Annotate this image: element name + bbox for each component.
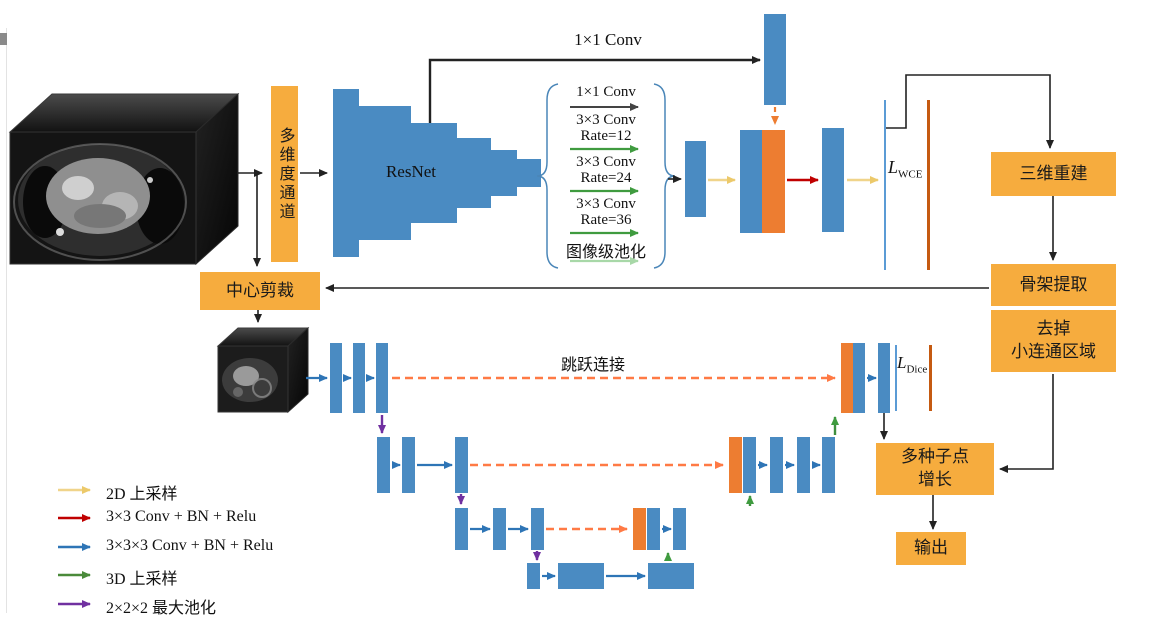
resnet-block: [491, 150, 517, 196]
decoder-bar: [822, 437, 835, 493]
page-edge-mark: [0, 33, 7, 45]
bottleneck-bar: [527, 563, 540, 589]
decoder-bar: [797, 437, 810, 493]
resnet-label: ResNet: [385, 162, 437, 181]
recon-3d-box: 三维重建: [991, 152, 1116, 196]
resnet-block: [411, 123, 457, 223]
page-edge-line: [6, 28, 7, 613]
center-crop-box: 中心剪裁: [200, 272, 320, 310]
arrow-prediction-to-recon: [886, 74, 1054, 149]
multi-dim-channel-box: 多维度通道: [271, 86, 298, 262]
decoder-bar: [878, 343, 890, 413]
resnet-block: [359, 106, 411, 240]
top-conv-label: 1×1 Conv: [574, 30, 642, 49]
legend-label-conv2d: 3×3 Conv + BN + Relu: [106, 508, 257, 525]
encoder-bar: [402, 437, 415, 493]
skeleton-label: 骨架提取: [1019, 274, 1088, 294]
aspp-rate2-label: Rate=12: [580, 128, 632, 144]
conv3d-arrows: [306, 374, 877, 580]
wce-loss-label: LWCE: [888, 157, 923, 181]
concat-bar: [762, 130, 785, 233]
aspp-conv3-label: 3×3 Conv: [576, 154, 636, 170]
image-pooling-label: 图像级池化: [565, 244, 646, 261]
arrow-remove-to-seedgrowth: [999, 374, 1054, 473]
output-box: 输出: [896, 532, 966, 565]
legend-label-2d-upsample: 2D 上采样: [106, 486, 178, 503]
legend-label-maxpool: 2×2×2 最大池化: [106, 600, 217, 617]
cropped-volume-image: [216, 326, 310, 414]
remove-small-regions-box: 去掉 小连通区域: [991, 310, 1116, 372]
decoder-bar: [770, 437, 783, 493]
resnet-block: [457, 138, 491, 208]
feature-bar: [740, 130, 762, 233]
input-ct-volume-image: [8, 92, 240, 266]
decoder-concat-bar: [841, 343, 853, 413]
multi-dim-channel-label: 多维度通道: [276, 126, 294, 222]
aspp-rate4-label: Rate=36: [580, 212, 632, 228]
aspp-rate3-label: Rate=24: [580, 170, 632, 186]
seed-growth-label: 多种子点 增长: [901, 447, 969, 489]
decoder-concat-bar: [633, 508, 646, 550]
recon-3d-label: 三维重建: [1019, 163, 1088, 183]
legend-label-3d-upsample: 3D 上采样: [106, 571, 178, 588]
feature-bar: [685, 141, 706, 217]
decoder-bar: [853, 343, 865, 413]
legend-label-conv3d: 3×3×3 Conv + BN + Relu: [106, 537, 274, 554]
encoder-bar: [353, 343, 365, 413]
dice-groundtruth-line: [929, 345, 932, 411]
wce-prediction-line: [884, 100, 886, 270]
feature-bar: [822, 128, 844, 232]
dice-loss-label: LDice: [897, 353, 928, 376]
wce-groundtruth-line: [927, 100, 930, 270]
resnet-block: [517, 159, 541, 187]
shortcut-feature-bar: [764, 14, 786, 105]
dice-prediction-line: [895, 345, 897, 411]
center-crop-label: 中心剪裁: [226, 280, 294, 300]
bottleneck-bar: [558, 563, 604, 589]
encoder-bar: [455, 437, 468, 493]
output-label: 输出: [914, 538, 948, 558]
aspp-conv4-label: 3×3 Conv: [576, 196, 636, 212]
skeleton-box: 骨架提取: [991, 264, 1116, 306]
encoder-bar: [531, 508, 544, 550]
encoder-bar: [493, 508, 506, 550]
encoder-bar: [376, 343, 388, 413]
bottleneck-bar: [648, 563, 694, 589]
remove-small-regions-label: 去掉 小连通区域: [1011, 319, 1096, 361]
decoder-concat-bar: [729, 437, 742, 493]
decoder-bar: [673, 508, 686, 550]
seed-growth-box: 多种子点 增长: [876, 443, 994, 495]
encoder-bar: [377, 437, 390, 493]
aspp-conv1-label: 1×1 Conv: [576, 84, 636, 100]
encoder-bar: [455, 508, 468, 550]
encoder-bar: [330, 343, 342, 413]
decoder-bar: [647, 508, 660, 550]
skip-connection-label: 跳跃连接: [560, 357, 625, 374]
decoder-bar: [743, 437, 756, 493]
resnet-block: [333, 89, 359, 257]
aspp-conv2-label: 3×3 Conv: [576, 112, 636, 128]
